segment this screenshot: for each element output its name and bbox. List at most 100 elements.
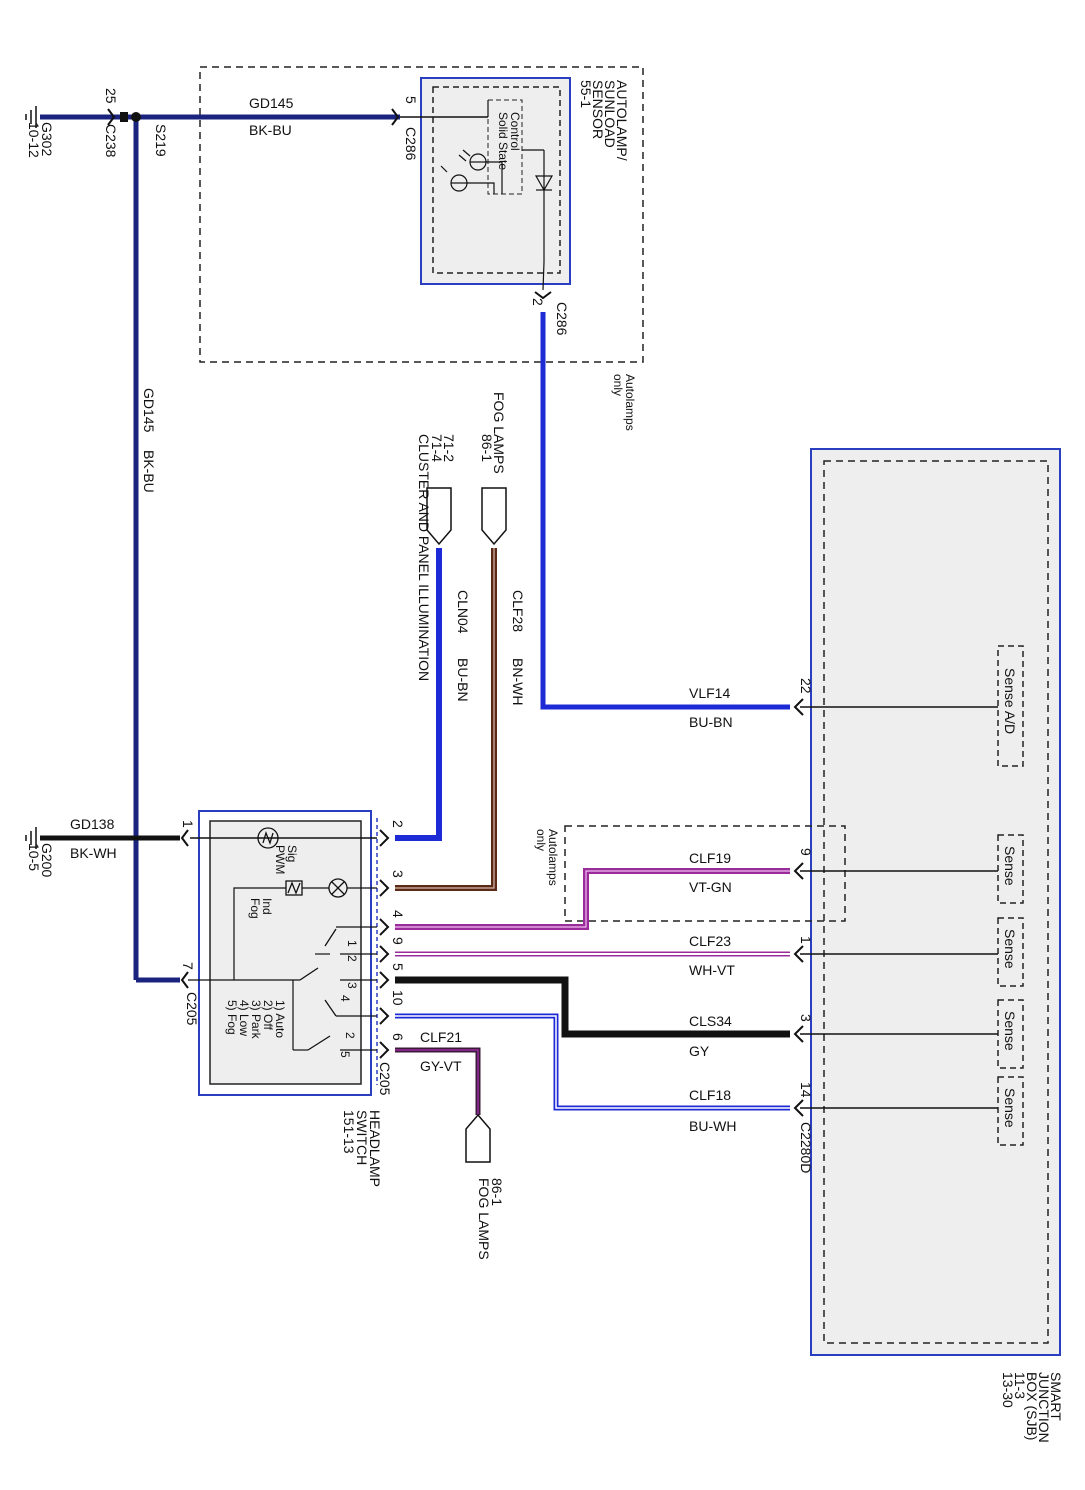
diode-icon: [534, 175, 554, 192]
c205-right-label: C205: [377, 1062, 393, 1096]
switch-sig-label: Sig: [285, 845, 299, 862]
c238-label: C238: [103, 124, 119, 158]
headlamp-switch-title-1: HEADLAMP: [367, 1110, 383, 1187]
c238-terminal: [120, 112, 128, 122]
switch-lever-1: [324, 928, 337, 947]
wire-vlf14: [540, 312, 790, 710]
wire-gd145-vert-circuit: GD145: [141, 388, 157, 433]
wire-cls34: [395, 976, 790, 1038]
switch-contact-2: 2: [345, 955, 359, 962]
ground-icon: [25, 106, 37, 128]
c205-pin5-number: 5: [390, 963, 406, 971]
sensor-internal-wire-5: [486, 161, 503, 194]
c205-pin2-arrow: [379, 829, 390, 847]
sjb-sense-9-box: [997, 834, 1024, 904]
sjb-sense-1-box: [997, 917, 1024, 987]
sjb-pin9-arrow: [793, 862, 804, 880]
wire-clf23-color: WH-VT: [689, 962, 735, 978]
sjb-pin9-number: 9: [798, 848, 814, 856]
headlamp-switch-inner: [209, 820, 362, 1085]
sjb-sense-ad-box: [997, 645, 1024, 767]
c286-pin5-arrow: [391, 108, 400, 126]
switch-contact-3: 3: [345, 982, 359, 989]
wire-clf21-circuit: CLF21: [420, 1029, 462, 1045]
c205-pin7-arrow: [180, 971, 189, 989]
switch-position-4: 4) Low: [237, 1000, 251, 1036]
wire-gd145-vert-color: BK-BU: [141, 450, 157, 493]
c205-pin6-arrow: [379, 1041, 390, 1059]
wire-vlf14-color: BU-BN: [689, 714, 733, 730]
sensor-internal-wire-4: [542, 261, 545, 291]
wire-gd145-top-circuit: GD145: [249, 95, 294, 111]
wire-clf19-color: VT-GN: [689, 879, 732, 895]
sjb-inner-dashed: [823, 460, 1049, 1344]
fog-lamps-bottom-line1: FOG LAMPS: [476, 1178, 492, 1260]
wire-clf21-color: GY-VT: [420, 1058, 462, 1074]
autolamp-sensor-title-1: AUTOLAMP/: [614, 80, 630, 161]
sensor-internal-wire-6: [467, 182, 495, 194]
switch-contact-1: 1: [345, 940, 359, 947]
wire-clf28-circuit: CLF28: [510, 590, 526, 632]
cluster-title: CLUSTER AND PANEL ILLUMINATION: [416, 434, 432, 681]
wire-gd138-color: BK-WH: [70, 845, 117, 861]
c205-pin4-number: 4: [390, 910, 406, 918]
c2280d-label: C2280D: [798, 1122, 814, 1173]
wire-clf18-stripe: [395, 1015, 790, 1109]
sjb-pin14-number: 14: [798, 1082, 814, 1098]
switch-pwm-label: PWM: [273, 845, 287, 874]
sjb-title-3: BOX (SJB): [1024, 1372, 1040, 1440]
sjb-pin22-number: 22: [798, 678, 814, 694]
wire-clf28-color: BN-WH: [510, 658, 526, 705]
cluster-destination-tab: [426, 487, 452, 546]
fog-lamps-top-line2: 86-1: [479, 434, 495, 462]
autolamps-only-2-line1: Autolamps: [546, 829, 560, 886]
wire-cls34-circuit: CLS34: [689, 1013, 732, 1029]
g200-label: G200: [39, 843, 55, 877]
switch-contact-2b: 2: [343, 1032, 357, 1039]
g302-label: G302: [39, 122, 55, 156]
wire-clf23-circuit: CLF23: [689, 933, 731, 949]
wire-clf21-stripe: [395, 1049, 479, 1115]
wire-gd145-top-color: BK-BU: [249, 122, 292, 138]
c238-arrow: [107, 108, 116, 126]
switch-fog-label: Fog: [248, 898, 262, 919]
wire-clf18-color: BU-WH: [689, 1118, 736, 1134]
sjb-sense-1-label: Sense: [1002, 929, 1018, 969]
autolamps-only-1-line2: only: [611, 374, 625, 396]
switch-ind-label: Ind: [260, 898, 274, 915]
wire-clf19-stripe: [395, 870, 790, 928]
autolamp-sensor-ref: 55-1: [578, 80, 594, 108]
c286-top-pin: 5: [403, 96, 419, 104]
c205-pin9-arrow: [379, 945, 390, 963]
switch-position-2: 2) Off: [261, 1000, 275, 1030]
autolamp-sensor-title-2: SUNLOAD: [602, 80, 618, 148]
fog-lamps-top-line1: FOG LAMPS: [491, 392, 507, 474]
ground-icon: [25, 827, 37, 849]
cluster-ref2: 71-4: [429, 434, 445, 462]
c205-pin3-arrow: [379, 879, 390, 897]
autolamp-sensor-outline: [199, 66, 644, 363]
switch-position-3: 3) Park: [249, 1000, 263, 1040]
sjb-sense-14-label: Sense: [1002, 1088, 1018, 1128]
sjb-pin22-arrow: [793, 698, 804, 716]
headlamp-switch-ref: 151-13: [341, 1110, 357, 1154]
sensor-solid-state-label: Solid State: [496, 112, 510, 170]
sjb-sense-9-label: Sense: [1002, 846, 1018, 886]
autolamp-sensor-box: [420, 77, 571, 285]
splice-s219: [131, 112, 141, 122]
sjb-pin14-arrow: [793, 1099, 804, 1117]
sjb-sense-ad-label: Sense A/D: [1002, 668, 1018, 734]
sjb-ref-2: 13-30: [1000, 1372, 1016, 1408]
sjb-sense-3-box: [997, 999, 1024, 1069]
sjb-ref-1: 11-3: [1012, 1372, 1028, 1399]
c205-pin1-number: 1: [180, 820, 196, 828]
wire-vlf14-circuit: VLF14: [689, 685, 730, 701]
g302-ref: 10-12: [26, 122, 42, 158]
autolamps-only-2-line2: only: [534, 829, 548, 851]
wire-cls34-color: GY: [689, 1043, 710, 1059]
fog-lamps-top-destination-tab: [481, 487, 507, 546]
c286-pin2-arrow: [534, 291, 552, 300]
c205-left-label: C205: [184, 992, 200, 1026]
autolamp-sensor-title-3: SENSOR: [590, 80, 606, 139]
